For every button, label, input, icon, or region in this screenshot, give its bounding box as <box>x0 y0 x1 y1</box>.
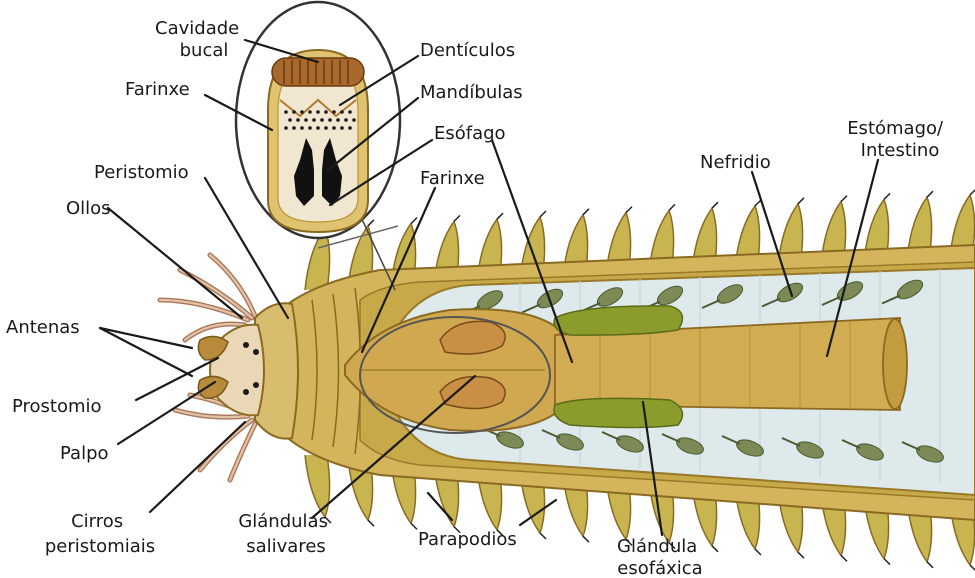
label-glandula-esofaxica: Glándula esofáxica <box>617 536 703 578</box>
parapodium <box>305 455 330 517</box>
label-esofago: Esófago <box>434 123 506 144</box>
label-estomago-intestino: Estómago/ Intestino <box>847 118 949 161</box>
label-cirros-peristomiais: Cirros peristomiais <box>45 511 155 557</box>
label-ollos: Ollos <box>66 198 111 219</box>
label-palpo: Palpo <box>60 443 109 464</box>
label-farinxe-inset: Farinxe <box>125 79 190 100</box>
label-farinxe-main: Farinxe <box>420 168 485 189</box>
label-glandulas-salivares: Glándulas salivares <box>238 511 333 557</box>
label-prostomio: Prostomio <box>12 396 102 417</box>
esophageal-gland-lower <box>554 398 683 427</box>
label-nefridio: Nefridio <box>700 152 771 173</box>
label-mandibulas: Mandíbulas <box>420 82 523 103</box>
label-antenas: Antenas <box>6 317 80 338</box>
label-parapodios: Parapodios <box>418 529 517 550</box>
label-cavidade-bucal: Cavidade bucal <box>155 18 245 61</box>
head <box>160 255 298 480</box>
label-denticulos: Dentículos <box>420 40 515 61</box>
label-peristomio: Peristomio <box>94 162 189 183</box>
